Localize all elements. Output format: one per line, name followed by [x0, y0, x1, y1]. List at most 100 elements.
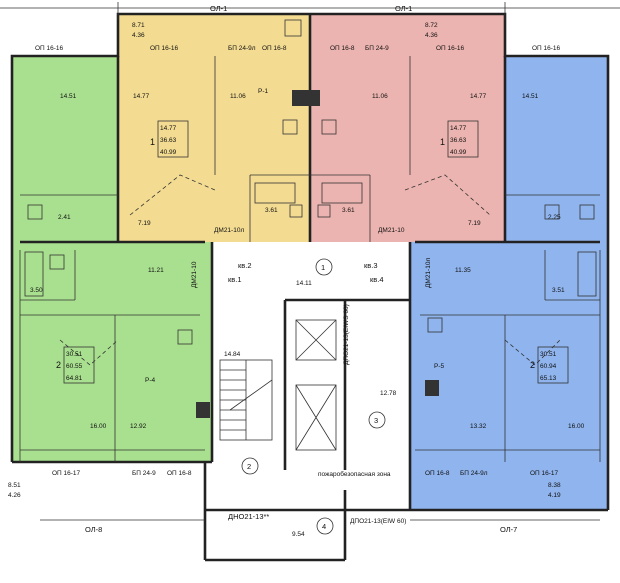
axis-lines: [0, 2, 620, 521]
apt3-door-label: ДМ21-10: [378, 227, 405, 234]
core-kv3-label: кв.3: [364, 261, 378, 270]
apt2-fill-lower: [12, 242, 212, 462]
apt2-door-label: ДМ21-10: [191, 261, 198, 288]
apt2-loggia-area: 8.51: [8, 482, 21, 489]
apt1-kitchen-area: 11.06: [230, 93, 246, 100]
apt1-area-living: 14.77: [160, 125, 177, 132]
apt4-loggia-area: 8.38: [548, 482, 561, 489]
apt4-hall-area: 11.35: [455, 267, 471, 274]
structural-walls: [10, 12, 610, 562]
apt3-room-area: 14.77: [470, 93, 487, 100]
apt3-hall-area: 7.19: [468, 220, 481, 227]
apt3-sink-icon: [317, 204, 331, 218]
apt2-area-living: 30.51: [66, 351, 83, 358]
apt3-loggia-area: 8.72: [425, 22, 438, 29]
apt3-area-living: 14.77: [450, 125, 467, 132]
apt3-area-total: 36.63: [450, 137, 467, 144]
core-fixtures: [219, 319, 337, 451]
apt1-bathtub-icon: [254, 182, 296, 204]
apt3-window-left: ОП 16-8: [330, 45, 355, 52]
apt1-door-label: ДМ21-10л: [214, 227, 244, 234]
apt4-labels: ОП 16-16 14.51 2.25 3.51 11.35 ДМ21-10л …: [425, 45, 585, 499]
core-kv2-label: кв.2: [238, 261, 252, 270]
core-marker-4: 4: [322, 522, 326, 531]
apt4-bathtub-icon: [577, 251, 597, 297]
apartment-2-zone[interactable]: [12, 56, 212, 462]
apt3-fill-main: [310, 56, 505, 242]
apt1-window-right: ОП 16-8: [262, 45, 287, 52]
apt4-window-kitchen: ОП 16-8: [425, 470, 450, 477]
core-marker-3: 3: [374, 416, 378, 425]
core-safe-zone: пожаробезопасная зона: [318, 470, 391, 478]
apt1-fixtures: [254, 19, 306, 218]
apartment-1-zone[interactable]: [118, 14, 310, 242]
apt4-wc-area: 2.25: [548, 214, 561, 221]
apt2-kitchen-area: 12.92: [130, 423, 147, 430]
core-marker-1-circle: [315, 258, 333, 276]
apt3-stove-icon: [321, 119, 337, 135]
apt4-stove-icon: [427, 317, 443, 333]
lift-shaft-lower: [295, 384, 337, 451]
apt1-area-balcony: 40.99: [160, 149, 177, 156]
apt4-toilet-icon: [579, 204, 595, 220]
apt1-vent-icon: [292, 90, 306, 106]
core-door-lift: ДПО21-13(EIWS 60): [343, 304, 350, 365]
core-marker-3-circle: [368, 411, 386, 429]
apt2-bath-area: 3.50: [30, 287, 43, 294]
apt1-riser: Р-1: [258, 88, 269, 95]
apartment-3-zone[interactable]: [310, 14, 505, 242]
apt1-fill-main: [118, 56, 310, 242]
apartment-4-zone[interactable]: [410, 56, 608, 510]
apt3-kitchen-area: 11.06: [372, 93, 388, 100]
apt2-balcony-door: БП 24-9: [132, 470, 156, 477]
apt2-stove-icon: [177, 329, 193, 345]
apt4-sink-icon: [544, 204, 560, 220]
apt3-balcony-door: БП 24-9: [365, 45, 389, 52]
axis-ol1-left: ОЛ-1: [210, 4, 227, 13]
apt1-sink-icon: [289, 204, 303, 218]
apt2-area-total: 60.55: [66, 363, 83, 370]
apt1-loggia-fill: [118, 14, 310, 56]
apt1-area-box: [157, 120, 189, 158]
core-door-lift2: ДПО21-13(EIW 60): [350, 518, 406, 525]
apt4-loggia-area2: 4.19: [548, 492, 561, 499]
apt4-fill-upper: [505, 56, 608, 242]
apt2-room-top: 14.51: [60, 93, 77, 100]
apt4-fill-lower: [410, 242, 608, 510]
apt2-window-kitchen: ОП 16-8: [167, 470, 192, 477]
apt2-riser: Р-4: [145, 377, 156, 384]
apt4-riser: Р-5: [434, 363, 445, 370]
apt2-bathtub-icon: [24, 251, 44, 297]
apt2-toilet-icon: [27, 204, 43, 220]
core-stair-area: 14.84: [224, 351, 241, 358]
apt4-room-top: 14.51: [522, 93, 539, 100]
interior-partitions: [19, 56, 601, 462]
apt3-window-right: ОП 16-16: [436, 45, 465, 52]
apt2-area-balcony: 64.81: [66, 375, 83, 382]
core-labels: кв.2 кв.1 кв.3 кв.4 1 14.11 14.84 ДПО21-…: [224, 258, 406, 538]
apt4-room-count: 2: [530, 360, 535, 370]
apt4-room-bottom: 16.00: [568, 423, 585, 430]
axis-ol7: ОЛ-7: [500, 525, 517, 534]
apt2-wc-area: 2.41: [58, 214, 71, 221]
apt3-labels: 8.72 4.36 ОП 16-8 БП 24-9 ОП 16-16 11.06…: [330, 22, 487, 234]
core-marker-4-circle: [316, 517, 334, 535]
apt2-window-bottom: ОП 16-17: [52, 470, 81, 477]
apt3-fixtures: [306, 90, 363, 218]
apt4-kitchen-area: 13.32: [470, 423, 487, 430]
apt3-loggia-area2: 4.36: [425, 32, 438, 39]
apt2-labels: ОП 16-16 14.51 2.41 3.50 11.21 ДМ21-10 2…: [8, 45, 198, 499]
apt1-window-left: ОП 16-16: [150, 45, 179, 52]
apt2-window-top: ОП 16-16: [35, 45, 64, 52]
apt4-area-total: 60.94: [540, 363, 557, 370]
core-kv1-label: кв.1: [228, 275, 242, 284]
apt1-loggia-area2: 4.36: [132, 32, 145, 39]
core-marker-2-circle: [241, 457, 259, 475]
apt4-area-living: 30.51: [540, 351, 557, 358]
apt2-hall-area: 11.21: [148, 267, 164, 274]
apt2-room-bottom: 16.00: [90, 423, 107, 430]
apt3-loggia-fill: [310, 14, 505, 56]
core-door-entry: ДНО21-13**: [228, 512, 269, 521]
apt2-vent-icon: [196, 402, 210, 418]
